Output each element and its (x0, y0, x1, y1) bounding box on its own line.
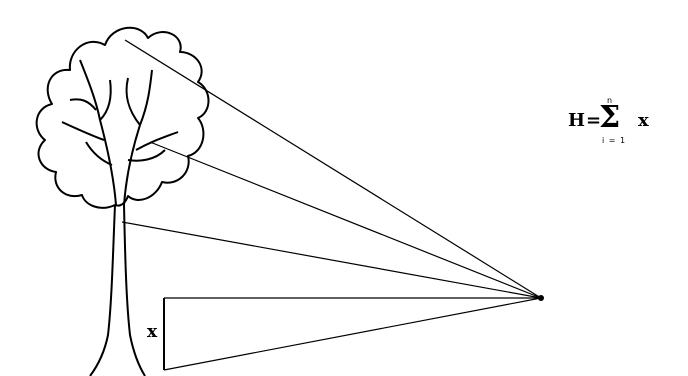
formula-term: x (638, 110, 649, 131)
tree-trunk-left (90, 205, 115, 376)
tree-crown-outline (37, 28, 209, 208)
sight-line-trunk (122, 222, 541, 298)
formula-lower-limit: i = 1 (602, 136, 626, 145)
summation-icon: Σ (599, 103, 620, 133)
tree-branch (100, 80, 111, 120)
tree-trunk-right (124, 205, 145, 376)
tree-branch (124, 70, 152, 205)
sight-lines (122, 40, 541, 370)
tree-icon (37, 28, 209, 376)
sight-line-crown-mid (150, 142, 541, 298)
observer-point-icon (538, 295, 544, 301)
segment-label: x (147, 322, 157, 342)
tree-branch (127, 78, 141, 125)
tree-branch (136, 132, 178, 150)
tree-branch (70, 99, 96, 110)
sight-line-base (164, 298, 541, 370)
tree-branch (128, 150, 165, 161)
height-formula: H = n Σ i = 1 x (565, 96, 685, 166)
formula-lhs: H (568, 110, 585, 131)
tree-branch (62, 122, 104, 140)
